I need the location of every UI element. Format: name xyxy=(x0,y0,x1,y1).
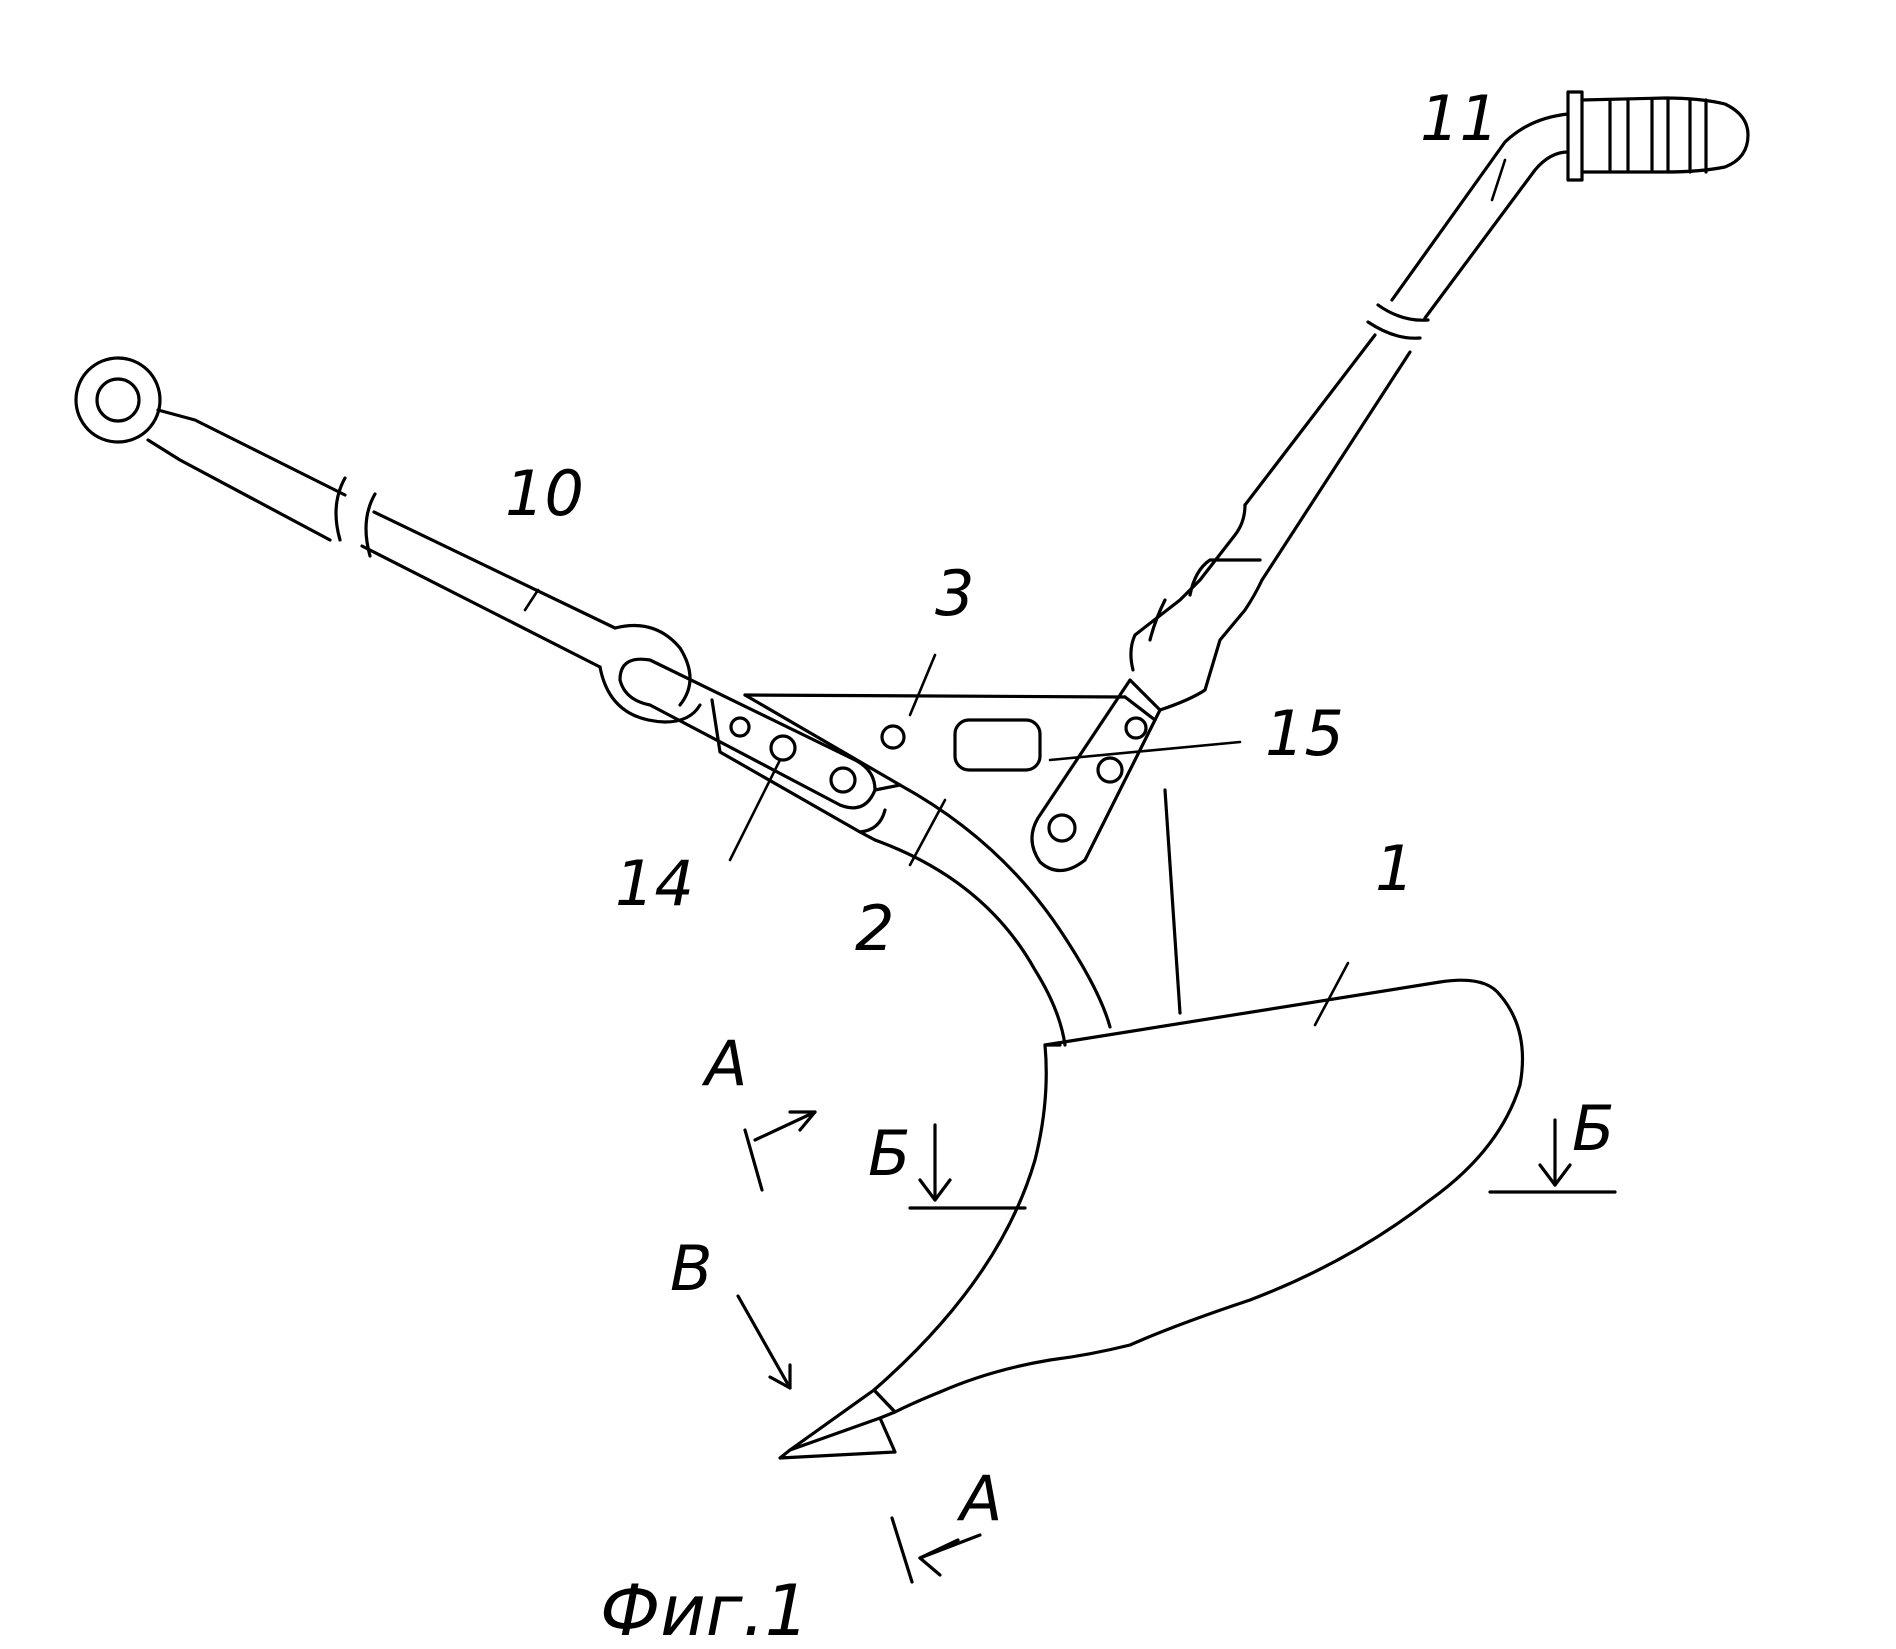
label-view-v: В xyxy=(670,1232,713,1305)
hitch-ring-inner xyxy=(95,377,141,423)
front-drawbar xyxy=(74,356,877,810)
section-marks xyxy=(736,1110,1617,1584)
bracket-bolt-lower xyxy=(1047,813,1077,843)
bracket-bolt-15 xyxy=(1096,756,1124,784)
link-bolt-2 xyxy=(829,766,857,794)
leader-10 xyxy=(523,588,540,612)
handle xyxy=(1129,90,1750,712)
leader-14 xyxy=(728,758,782,862)
hitch-ring-outer xyxy=(74,356,162,444)
label-part-1: 1 xyxy=(1375,832,1414,905)
rear-bracket xyxy=(1030,678,1162,873)
label-section-b-left: Б xyxy=(868,1117,911,1190)
leader-11 xyxy=(1490,158,1507,202)
link-hole-1 xyxy=(729,716,751,738)
plate-window xyxy=(953,718,1042,772)
link-plate xyxy=(710,698,887,834)
leader-15 xyxy=(1048,740,1242,762)
leader-3 xyxy=(908,653,937,717)
stand-plate xyxy=(743,693,1157,787)
label-part-10: 10 xyxy=(505,457,584,530)
curved-standard xyxy=(858,783,1112,1047)
leader-lines xyxy=(523,158,1507,1027)
label-part-14: 14 xyxy=(615,847,694,920)
plate-hole xyxy=(880,724,906,750)
label-part-2: 2 xyxy=(855,892,894,965)
label-part-3: 3 xyxy=(935,557,974,630)
label-section-a-top: А xyxy=(701,1027,747,1100)
leader-1 xyxy=(1313,961,1350,1027)
label-section-a-bottom: А xyxy=(956,1462,1002,1535)
figure-caption: Фиг.1 xyxy=(600,1570,809,1649)
mouldboard xyxy=(778,978,1524,1460)
label-section-b-right: Б xyxy=(1572,1092,1615,1165)
label-part-15: 15 xyxy=(1265,697,1344,770)
label-part-11: 11 xyxy=(1420,82,1499,155)
link-bolt-14 xyxy=(769,734,797,762)
leader-2 xyxy=(908,798,947,867)
bracket-hole xyxy=(1124,716,1148,740)
section-a-top-line xyxy=(743,1128,764,1192)
